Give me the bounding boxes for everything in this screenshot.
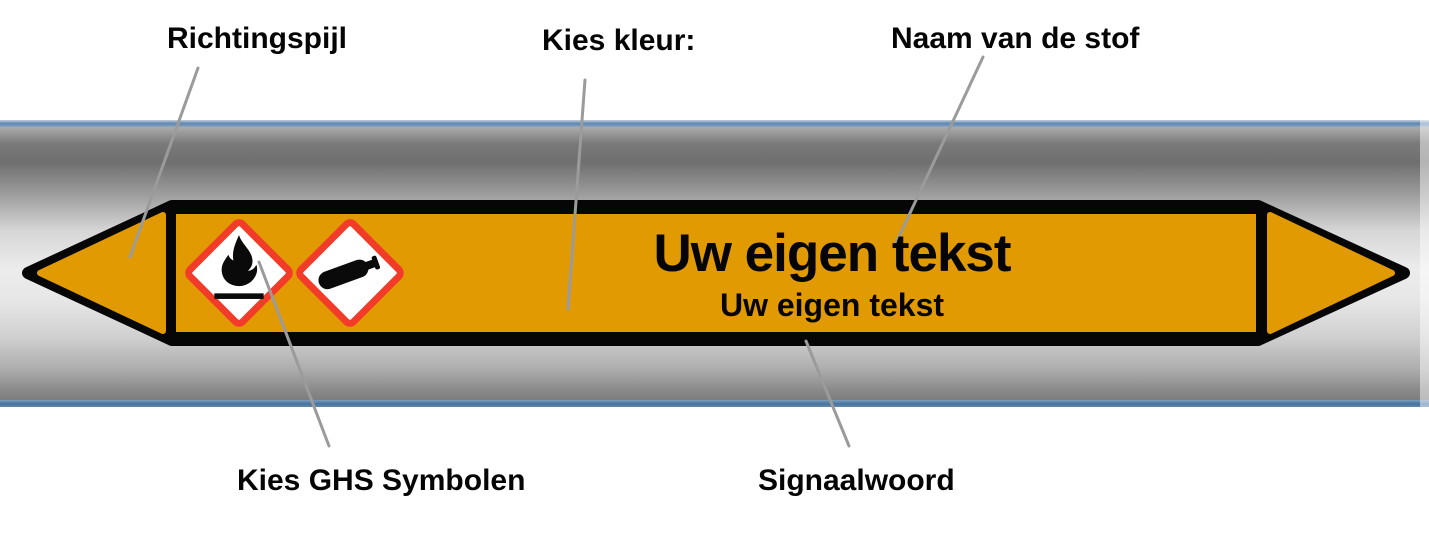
choose-color-label: Kies kleur:	[542, 24, 696, 57]
choose-color-leader-line	[566, 78, 587, 311]
ghs-gas-cylinder-pictogram	[296, 219, 404, 327]
label-text-block: Uw eigen tekst Uw eigen tekst	[420, 224, 1244, 323]
ghs-flame-icon	[214, 235, 264, 299]
substance-name-leader-line	[894, 55, 985, 245]
signal-word-leader-line	[804, 339, 851, 448]
pipe-top-stripe	[0, 120, 1429, 127]
choose-ghs-label: Kies GHS Symbolen	[237, 464, 526, 497]
pipe-bottom-stripe	[0, 400, 1429, 407]
signal-word-text: Uw eigen tekst	[719, 287, 945, 323]
ghs-gas-cylinder-icon	[318, 255, 381, 290]
substance-name-text: Uw eigen tekst	[653, 224, 1011, 283]
pipe-right-end	[1420, 120, 1429, 407]
direction-arrow-label: Richtingspijl	[167, 22, 347, 55]
leader-lines	[128, 55, 985, 448]
ghs-flame-pictogram	[185, 219, 293, 327]
choose-ghs-leader-line	[257, 260, 331, 448]
direction-arrow-leader-line	[128, 66, 200, 259]
substance-name-label: Naam van de stof	[891, 22, 1140, 55]
label-right-arrow	[1267, 212, 1395, 334]
label-left-arrow	[37, 212, 166, 334]
signal-word-label: Signaalwoord	[758, 464, 955, 497]
